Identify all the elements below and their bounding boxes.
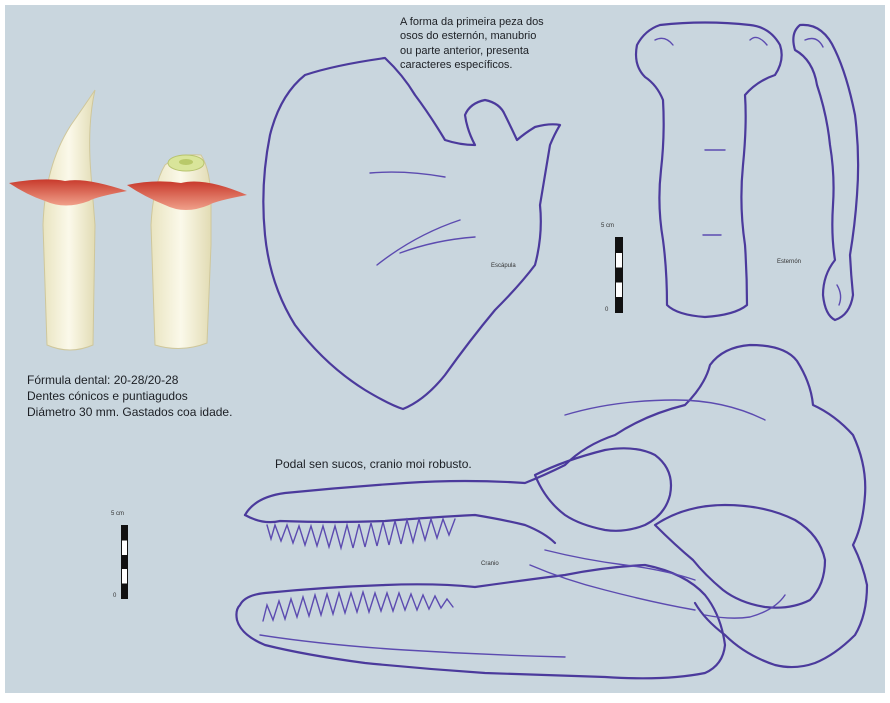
sternum-note: A forma da primeira peza dos osos do est… — [400, 15, 544, 72]
sternum-note-line: osos do esternón, manubrio — [400, 29, 544, 43]
skull-scale-bar: 5 cm 0 — [111, 515, 141, 605]
diagram-canvas: Escápula Esternón 5 cm 0 — [5, 5, 885, 693]
sternum-note-line: caracteres específicos. — [400, 58, 544, 72]
skull-note: Podal sen sucos, cranio moi robusto. — [275, 457, 472, 472]
dental-info-line: Fórmula dental: 20-28/20-28 — [27, 372, 232, 388]
label-skull: Cranio — [481, 561, 499, 567]
scale-bar-icon — [121, 525, 128, 599]
scale-top-label: 5 cm — [111, 511, 124, 517]
dental-info: Fórmula dental: 20-28/20-28 Dentes cónic… — [27, 372, 232, 421]
dental-info-line: Diámetro 30 mm. Gastados coa idade. — [27, 404, 232, 420]
sternum-note-line: ou parte anterior, presenta — [400, 44, 544, 58]
dental-info-line: Dentes cónicos e puntiagudos — [27, 388, 232, 404]
sternum-note-line: A forma da primeira peza dos — [400, 15, 544, 29]
scale-bottom-label: 0 — [113, 593, 116, 599]
